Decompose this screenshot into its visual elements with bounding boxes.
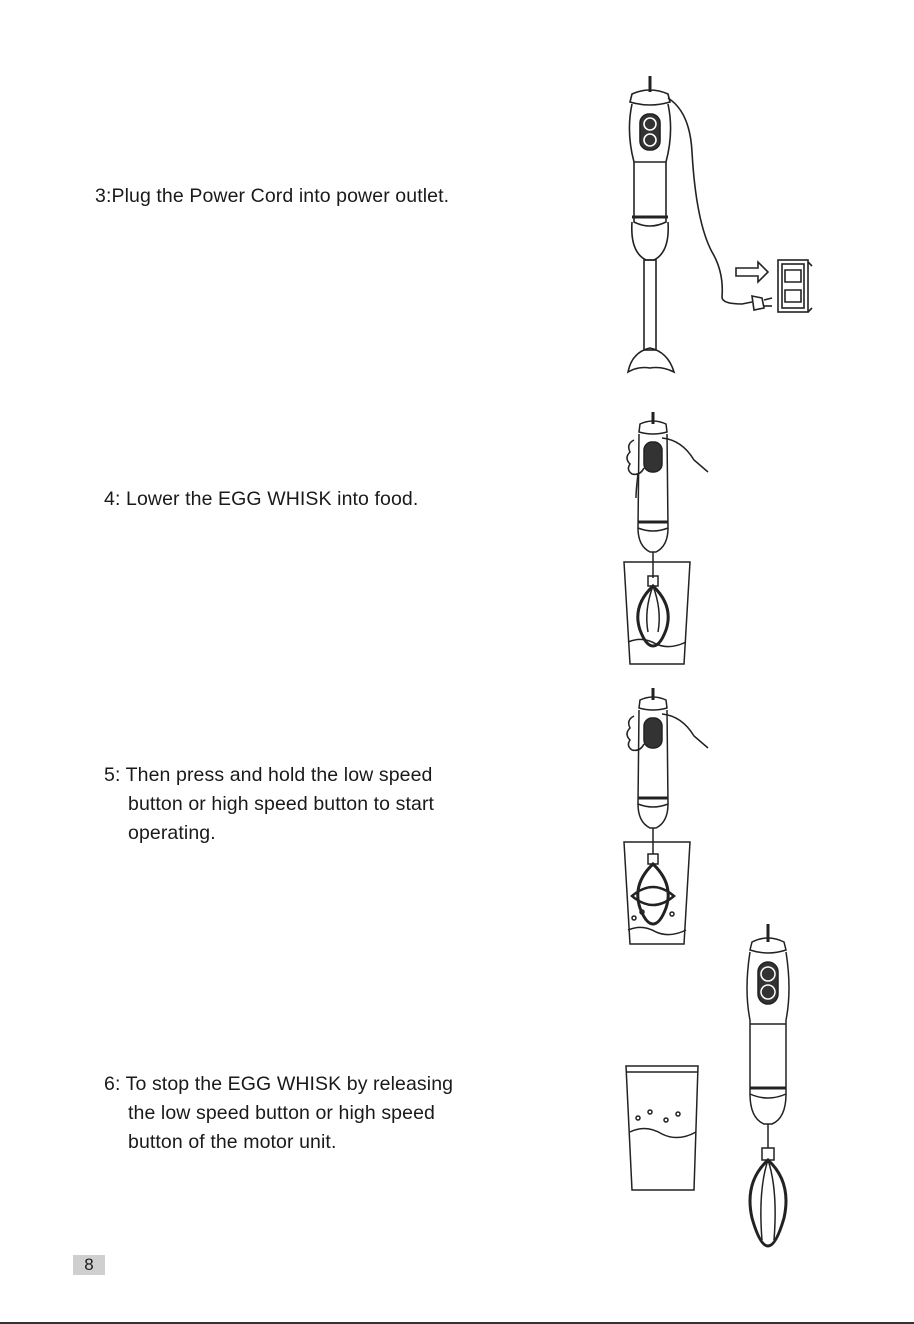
- whisk-lowered-illustration: [612, 410, 722, 668]
- step-number: 5:: [104, 764, 120, 786]
- blender-plugged-in-illustration: [612, 72, 842, 382]
- step-line: Plug the Power Cord into power outlet.: [111, 185, 449, 207]
- step-6-text: 6: To stop the EGG WHISK by releasing th…: [104, 1070, 453, 1157]
- step-number: 3:: [95, 185, 111, 207]
- step-4-text: 4: Lower the EGG WHISK into food.: [104, 485, 418, 514]
- step-line: the low speed button or high speed: [104, 1099, 453, 1128]
- step-line: To stop the EGG WHISK by releasing: [126, 1073, 453, 1095]
- step-5-text: 5: Then press and hold the low speed but…: [104, 761, 434, 848]
- whisk-stopped-illustration: [620, 920, 804, 1252]
- page-number-badge: 8: [73, 1255, 105, 1275]
- step-line: Then press and hold the low speed: [126, 764, 433, 786]
- step-number: 6:: [104, 1073, 120, 1095]
- step-line: button of the motor unit.: [104, 1128, 453, 1157]
- step-line: Lower the EGG WHISK into food.: [126, 488, 418, 510]
- step-line: operating.: [104, 819, 434, 848]
- whisk-operating-illustration: [612, 686, 722, 948]
- step-line: button or high speed button to start: [104, 790, 434, 819]
- step-number: 4:: [104, 488, 120, 510]
- step-3-text: 3:Plug the Power Cord into power outlet.: [95, 182, 449, 211]
